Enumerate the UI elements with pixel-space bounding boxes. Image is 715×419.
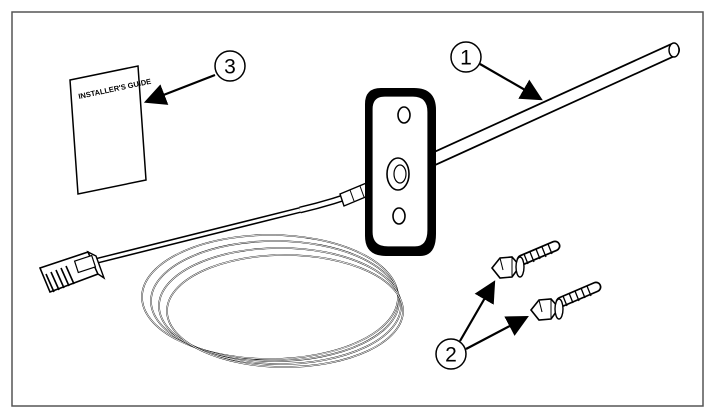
callout-3: 3	[143, 50, 246, 105]
callout-2-number: 2	[445, 344, 457, 367]
callout-1-arrow	[479, 63, 543, 101]
callout-2: 2	[435, 280, 529, 370]
callout-2-arrow-b	[465, 315, 529, 350]
mounting-screw-1	[490, 240, 561, 279]
callout-2-arrow-a	[459, 280, 496, 342]
plate-screw-hole-top	[397, 106, 411, 124]
rj-connector	[38, 250, 106, 294]
callout-1-number: 1	[460, 47, 472, 70]
callout-3-number: 3	[224, 56, 236, 79]
plate-screw-hole-bottom	[392, 207, 406, 225]
connector-cable	[91, 207, 301, 265]
callout-1: 1	[450, 41, 543, 101]
mounting-plate	[365, 88, 436, 256]
diagram-frame	[11, 11, 704, 407]
sensor-probe-rod	[398, 42, 680, 179]
cable-coil	[141, 234, 404, 368]
callout-3-arrow	[143, 73, 216, 105]
mounting-screw-2	[529, 281, 602, 321]
installers-guide-booklet: INSTALLER'S GUIDE	[69, 65, 152, 195]
